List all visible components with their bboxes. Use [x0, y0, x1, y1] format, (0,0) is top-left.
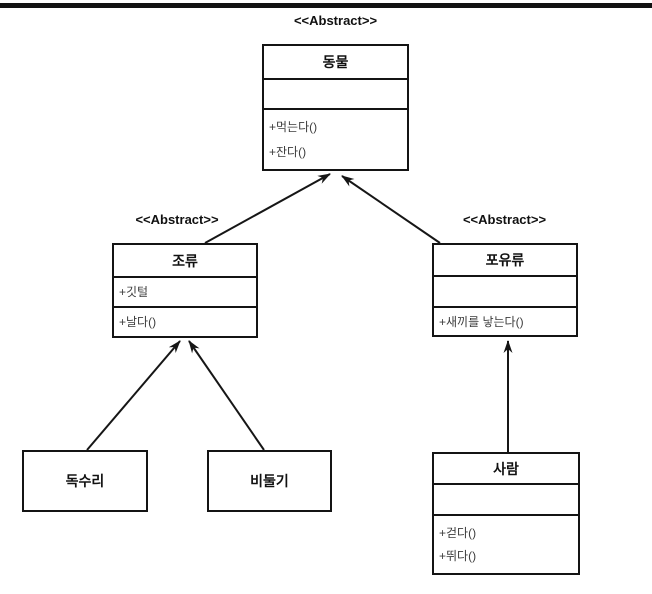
attributes-compartment-bird: +깃털 — [114, 276, 256, 306]
class-name-bird: 조류 — [172, 252, 198, 269]
class-name-mammal: 포유류 — [485, 252, 525, 268]
method-item: +잔다() — [269, 144, 307, 159]
stereotype-label-mammal: <<Abstract>> — [462, 212, 547, 227]
methods-compartment-animal: +먹는다() +잔다() — [264, 108, 407, 169]
class-box-pigeon: 비둘기 — [207, 450, 332, 512]
class-name-eagle: 독수리 — [65, 473, 105, 489]
method-item: +새끼를 낳는다() — [439, 314, 524, 329]
attributes-compartment-animal — [264, 78, 407, 108]
methods-compartment-bird: +날다() — [114, 306, 256, 336]
inheritance-arrow-pigeon-bird — [188, 340, 265, 451]
class-box-eagle: 독수리 — [22, 450, 148, 512]
class-box-person: 사람 +걷다() +뛰다() — [432, 452, 580, 575]
method-item: +걷다() — [439, 525, 477, 540]
class-box-animal: 동물 +먹는다() +잔다() — [262, 44, 409, 171]
top-border-bar — [0, 3, 652, 8]
class-name-animal: 동물 — [322, 54, 349, 70]
stereotype-label-animal: <<Abstract>> — [293, 13, 378, 28]
stereotype-label-bird: <<Abstract>> — [135, 212, 219, 227]
inheritance-arrow-bird-animal — [204, 173, 331, 244]
attribute-item: +깃털 — [119, 285, 149, 299]
method-item: +뛰다() — [439, 549, 477, 564]
inheritance-arrow-eagle-bird — [86, 340, 181, 451]
class-name-person: 사람 — [493, 460, 519, 477]
attributes-compartment-person — [434, 483, 578, 514]
attributes-compartment-mammal — [434, 275, 576, 306]
methods-compartment-person: +걷다() +뛰다() — [434, 514, 578, 573]
method-item: +날다() — [119, 315, 157, 329]
class-box-mammal: 포유류 +새끼를 낳는다() — [432, 243, 578, 337]
class-box-bird: 조류 +깃털 +날다() — [112, 243, 258, 338]
class-name-pigeon: 비둘기 — [250, 473, 289, 489]
methods-compartment-mammal: +새끼를 낳는다() — [434, 306, 576, 335]
inheritance-arrow-mammal-animal — [341, 175, 441, 244]
method-item: +먹는다() — [269, 120, 318, 135]
